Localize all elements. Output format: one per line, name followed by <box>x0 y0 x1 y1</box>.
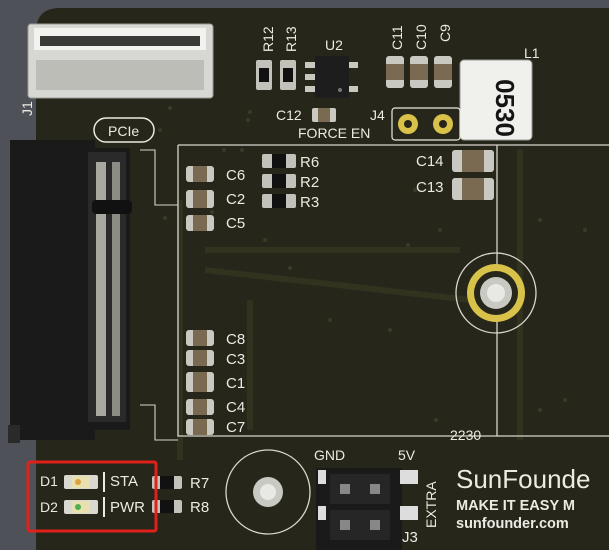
label-force-en: FORCE EN <box>298 125 370 141</box>
label-pcie: PCIe <box>108 123 139 139</box>
label-c3: C3 <box>226 351 245 368</box>
top-resistors <box>256 60 296 90</box>
brand-tagline: MAKE IT EASY M <box>456 498 575 514</box>
label-l1: L1 <box>524 45 540 61</box>
label-c7: C7 <box>226 419 245 436</box>
label-j3: J3 <box>402 529 418 546</box>
caps-c8-c3-c1-c4-c7 <box>186 330 214 435</box>
label-5v: 5V <box>398 447 416 463</box>
highlight-box-led-indicators <box>26 460 158 533</box>
label-c9: C9 <box>437 24 453 42</box>
label-c11: C11 <box>389 25 405 50</box>
label-c6: C6 <box>226 167 245 184</box>
label-r13: R13 <box>283 26 299 52</box>
led-d1 <box>64 475 98 489</box>
label-j1: J1 <box>19 101 35 116</box>
label-c14: C14 <box>416 153 444 170</box>
pcie-label-box <box>93 117 155 143</box>
connector-outline <box>140 149 178 441</box>
label-c2: C2 <box>226 191 245 208</box>
top-capacitors <box>386 56 452 88</box>
brand-name: SunFounde <box>456 464 590 494</box>
label-r7: R7 <box>190 475 209 492</box>
u2-chip <box>305 56 358 98</box>
brand-url: sunfounder.com <box>456 516 569 532</box>
resistors-r7-r8 <box>152 476 182 513</box>
label-c5: C5 <box>226 215 245 232</box>
label-j4: J4 <box>370 107 385 123</box>
label-u2: U2 <box>325 37 343 53</box>
label-extra: EXTRA <box>423 481 439 528</box>
label-c10: C10 <box>413 24 429 50</box>
board-mount-hole <box>225 449 311 535</box>
j4-header <box>391 107 461 141</box>
caps-c14-c13 <box>452 150 494 200</box>
led-d2 <box>64 500 98 514</box>
label-c12: C12 <box>276 107 302 123</box>
label-r3: R3 <box>300 194 319 211</box>
resistors-r6-r2-r3 <box>262 154 296 208</box>
j3-header <box>316 468 418 550</box>
label-c8: C8 <box>226 331 245 348</box>
label-d2: D2 <box>40 499 58 515</box>
label-pwr: PWR <box>110 499 145 516</box>
label-gnd: GND <box>314 447 345 463</box>
label-c13: C13 <box>416 179 444 196</box>
label-c1: C1 <box>226 375 245 392</box>
caps-c6-c2-c5 <box>186 166 214 231</box>
label-r12: R12 <box>260 26 276 52</box>
label-r2: R2 <box>300 174 319 191</box>
inductor-l1 <box>459 59 533 141</box>
label-r6: R6 <box>300 154 319 171</box>
m2-outline <box>177 145 609 437</box>
j1-fpc-connector <box>27 23 214 99</box>
m2-connector <box>8 140 132 443</box>
inductor-marking: 0530 <box>490 79 520 137</box>
label-d1: D1 <box>40 473 58 489</box>
m2-mount-hole <box>455 252 537 334</box>
label-sta: STA <box>110 473 138 490</box>
label-c4: C4 <box>226 399 245 416</box>
label-2230: 2230 <box>450 427 481 443</box>
label-r8: R8 <box>190 499 209 516</box>
